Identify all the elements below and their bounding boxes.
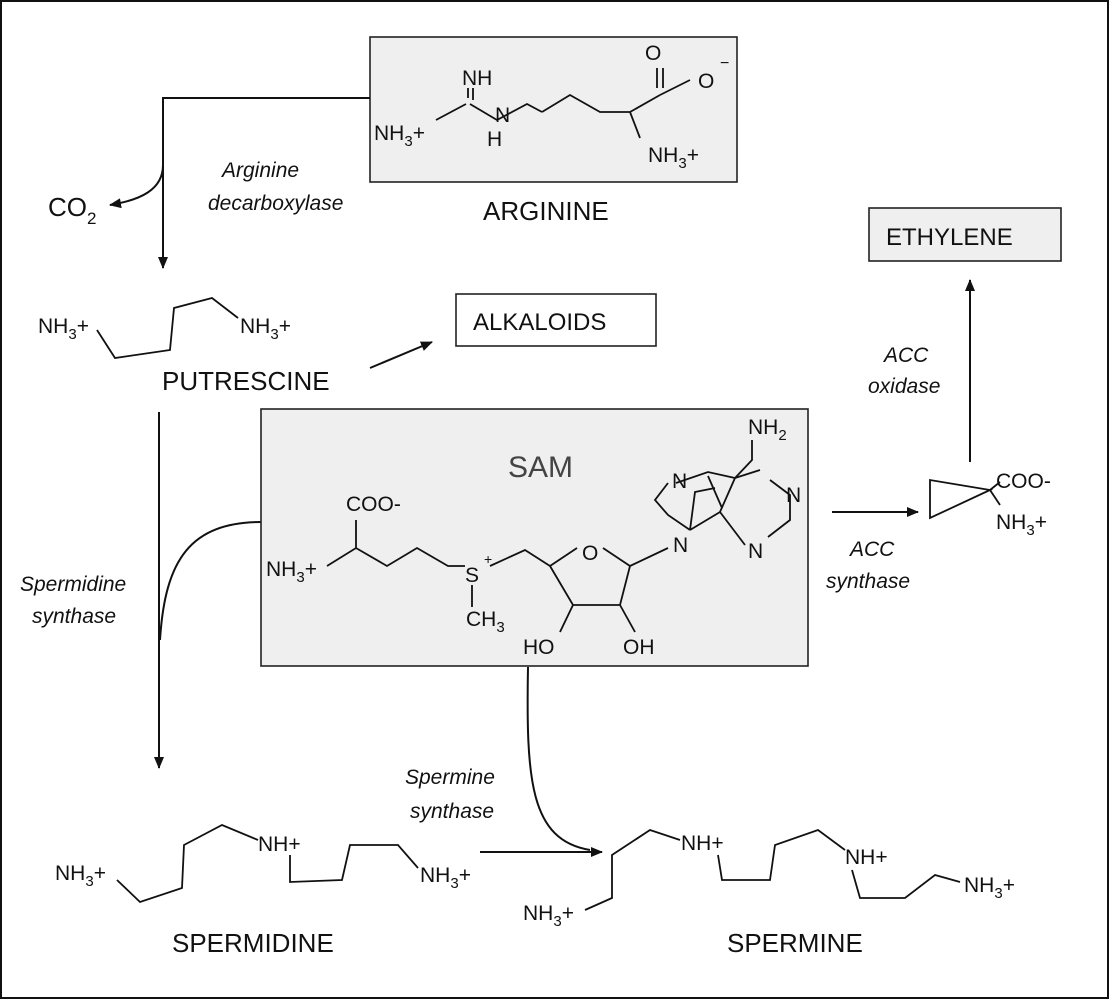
acc-synthase-line2: synthase bbox=[826, 570, 910, 593]
spermine-structure: NH3+ NH+ NH+ NH3+ SPERMINE bbox=[523, 828, 1015, 958]
sam-coo-label: COO- bbox=[346, 493, 401, 516]
acc-structure: COO- NH3+ bbox=[929, 470, 1051, 539]
ethylene-label: ETHYLENE bbox=[886, 224, 1013, 251]
adenine-nh2-label: NH2 bbox=[748, 416, 787, 444]
arginine-structure: NH NH3+ N H O O − NH3+ ARGININE bbox=[369, 36, 738, 226]
spermine-nh-plus-2: NH+ bbox=[845, 846, 888, 869]
acc-coo-label: COO- bbox=[996, 470, 1051, 493]
alkaloids-label: ALKALOIDS bbox=[473, 309, 606, 336]
acc-synthase-line1: ACC bbox=[848, 538, 895, 561]
sam-label: SAM bbox=[508, 451, 573, 484]
carbonyl-o-label: O bbox=[645, 42, 661, 65]
sulfonium-plus: + bbox=[484, 551, 492, 567]
spermidine-structure: NH3+ NH+ NH3+ SPERMIDINE bbox=[55, 824, 471, 958]
amine-n-label: N bbox=[495, 104, 510, 127]
spermine-synthase-line1: Spermine bbox=[405, 766, 495, 789]
spermidine-synthase-line1: Spermidine bbox=[20, 573, 126, 596]
putrescine-nh3-right: NH3+ bbox=[240, 315, 291, 343]
arginine-nh3-alpha: NH3+ bbox=[648, 144, 699, 172]
ethylene-box bbox=[868, 207, 1062, 262]
putrescine-structure: NH3+ NH3+ PUTRESCINE bbox=[38, 297, 330, 396]
adenine-n3-label: N bbox=[748, 540, 763, 563]
adenine-n1-label: N bbox=[786, 484, 801, 507]
ribose-o-label: O bbox=[582, 542, 598, 565]
arginine-decarboxylase-line2: decarboxylase bbox=[208, 192, 343, 215]
putrescine-label: PUTRESCINE bbox=[162, 366, 330, 396]
acc-oxidase-line2: oxidase bbox=[868, 375, 940, 398]
sulfonium-s-label: S bbox=[465, 564, 479, 587]
arginine-box bbox=[369, 36, 738, 183]
arginine-to-putrescine-arrow bbox=[158, 97, 370, 269]
arginine-nh3-left: NH3+ bbox=[374, 122, 425, 150]
spermine-label: SPERMINE bbox=[727, 928, 863, 958]
spermidine-label: SPERMIDINE bbox=[172, 928, 334, 958]
acc-nh3-label: NH3+ bbox=[996, 511, 1047, 539]
adenine-n9-label: N bbox=[673, 534, 688, 557]
arginine-decarboxylase-line1: Arginine bbox=[220, 159, 299, 182]
alkaloids-box bbox=[455, 293, 657, 347]
ribose-oh-label: OH bbox=[623, 636, 655, 659]
spermine-synthase-line2: synthase bbox=[410, 800, 494, 823]
spermidine-synthase-line2: synthase bbox=[32, 605, 116, 628]
arginine-label: ARGININE bbox=[483, 196, 609, 226]
sam-nh3-label: NH3+ bbox=[266, 558, 317, 586]
co2-release-arrow bbox=[109, 164, 164, 209]
spermidine-nh3-left: NH3+ bbox=[55, 862, 106, 890]
ribose-ho-label: HO bbox=[523, 636, 555, 659]
sam-feed-spermidine-curve bbox=[159, 521, 263, 641]
co2-label: CO2 bbox=[48, 192, 96, 228]
spermine-nh3-left: NH3+ bbox=[523, 902, 574, 930]
amine-h-label: H bbox=[487, 128, 502, 151]
carboxylate-minus: − bbox=[720, 55, 729, 72]
sam-structure: SAM COO- NH3+ S + CH3 O HO OH N N N N NH… bbox=[260, 408, 809, 667]
spermine-nh3-right: NH3+ bbox=[964, 874, 1015, 902]
putrescine-to-alkaloids-arrow bbox=[369, 341, 433, 369]
spermidine-nh3-right: NH3+ bbox=[420, 864, 471, 892]
spermidine-nh-plus: NH+ bbox=[258, 833, 301, 856]
sam-box bbox=[260, 408, 809, 667]
sam-ch3-label: CH3 bbox=[466, 608, 505, 636]
sam-feed-spermine-curve bbox=[526, 666, 591, 851]
adenine-n7-label: N bbox=[672, 470, 687, 493]
carboxylate-o-label: O bbox=[698, 70, 714, 93]
putrescine-nh3-left: NH3+ bbox=[38, 315, 89, 343]
spermine-nh-plus-1: NH+ bbox=[681, 832, 724, 855]
acc-oxidase-line1: ACC bbox=[882, 344, 929, 367]
imine-nh-label: NH bbox=[462, 67, 492, 90]
